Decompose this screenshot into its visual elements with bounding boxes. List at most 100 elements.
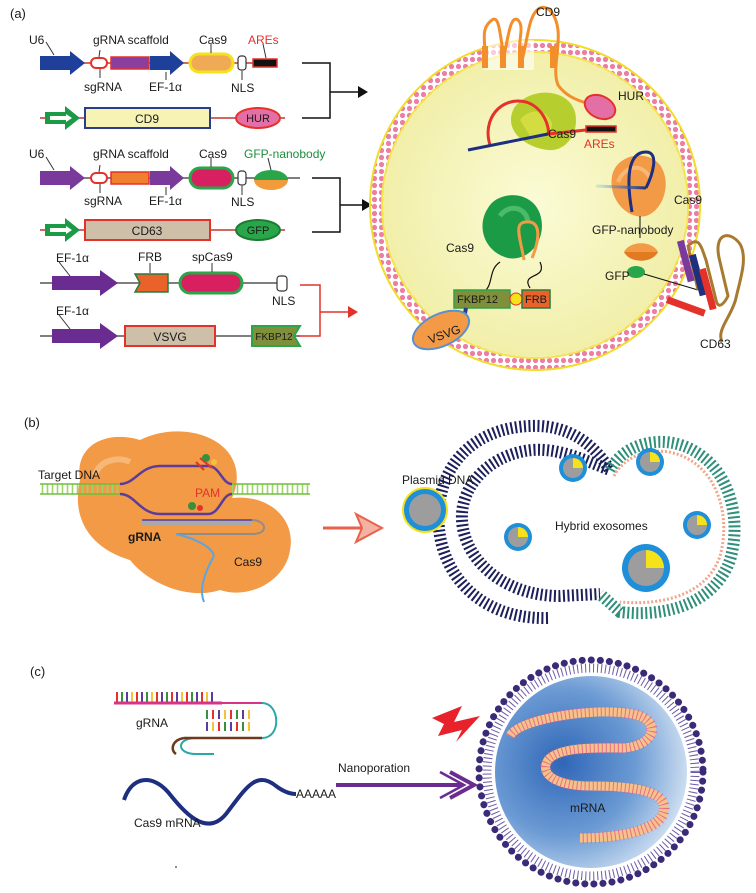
label-cas9-b: Cas9 [234,555,262,569]
label-gfp-nanobody: GFP-nanobody [244,147,325,161]
target-dna-left [40,484,120,494]
label-spcas9: spCas9 [192,250,233,264]
panel-label-a: (a) [10,6,26,21]
mrna-liposome: mRNA [475,656,707,888]
hur-ares-complex: HUR AREs [583,89,644,151]
label-u6-2: U6 [29,147,45,161]
label-nls-2: NLS [231,195,254,209]
grna-bases-mid [206,710,250,731]
grna-bases-top [116,692,213,702]
label-target-dna: Target DNA [38,468,100,482]
panel-b-arrow [323,511,385,545]
label-grna-c: gRNA [136,716,168,730]
cas9-blob-b [77,431,291,594]
label-pam: PAM [195,486,220,500]
label-cas9-cell-right: Cas9 [674,193,702,207]
fkbp12-box [251,325,302,347]
frb-box [133,273,169,293]
ef1a-promoter-arrow-2 [150,166,184,190]
label-cd9-construct: CD9 [135,112,159,126]
construct-row-1: U6 gRNA scaffold Cas9 AREs sgRNA EF-1α N… [29,33,279,95]
panel-b-cas9-complex: Target DNA PAM gRNA Cas9 [38,431,310,603]
label-grna-b: gRNA [128,530,162,544]
label-cd63-cell: CD63 [700,337,731,351]
nanoporation-arrow: Nanoporation [336,761,479,800]
label-u6: U6 [29,33,45,47]
label-cd9-cell: CD9 [536,5,560,19]
label-plasmid-dna: Plasmid DNA [402,473,473,487]
gfp-nanobody-cell [624,243,658,252]
panel-c-grna: gRNA [114,692,278,756]
label-vsvg-construct: VSVG [153,330,186,344]
cas9-box [188,52,235,74]
label-polya: AAAAA [296,787,336,801]
label-nanoporation: Nanoporation [338,761,410,775]
label-cas9-cell-left: Cas9 [446,241,474,255]
cd63-protein: CD63 [643,234,745,351]
grna-scaffold-box [110,56,150,70]
label-ef1a-2: EF-1α [149,194,182,208]
u6-promoter-arrow-2 [40,166,85,190]
cas9-blob-left [482,195,542,259]
sgrna-box [90,57,108,69]
hur-protein [583,93,617,121]
panel-label-c: (c) [30,664,45,679]
label-nls: NLS [231,81,254,95]
construct-row-6: VSVG FKBP12 EF-1α [40,304,302,349]
label-hur-construct: HUR [246,113,270,125]
label-nls-3: NLS [272,294,295,308]
label-fkbp12-construct: FKBP12 [255,332,293,343]
label-gfp-construct: GFP [247,225,270,237]
ef1a-promoter-arrow [150,51,184,75]
gfp-cell [627,266,645,278]
cd9-protein: CD9 [482,5,591,106]
label-ares: AREs [248,33,279,47]
nls-box [237,55,247,71]
hur-box [235,107,281,129]
label-cas9: Cas9 [199,33,227,47]
panel-label-b: (b) [24,415,40,430]
construct-row-5: EF-1α FRB spCas9 NLS [40,250,295,308]
cd63-box [84,219,211,241]
label-ares-cell: AREs [584,137,615,151]
frb-cell [521,289,551,309]
label-cd63-construct: CD63 [132,224,163,238]
u6-promoter-arrow [40,51,85,75]
vsvg-cell [411,309,471,351]
ef1a-promoter-arrow-4 [52,323,118,349]
label-ef1a-4: EF-1α [56,304,89,318]
vsvg-box [124,325,216,347]
ef1a-promoter-arrow-3 [52,270,118,296]
cas9-complex-left: Cas9 FKBP12 FRB VSVG [411,195,551,351]
label-frb: FRB [138,250,162,264]
construct-row-3: U6 gRNA scaffold Cas9 GFP-nanobody sgRNA… [29,147,325,209]
label-grna-scaffold-2: gRNA scaffold [93,147,169,161]
label-ef1a-3: EF-1α [56,251,89,265]
target-dna-right [230,484,310,494]
lightning-bolt-icon [432,706,480,742]
cas9-complex-top: Cas9 [467,92,587,152]
ares-box [252,58,278,68]
label-sgrna-2: sgRNA [84,194,122,208]
label-frb-cell: FRB [525,294,547,306]
hybrid-exosome: Plasmid DNA Hybrid exosomes [402,419,741,625]
label-cas9-mrna: Cas9 mRNA [134,816,201,830]
gfp-box [235,219,281,241]
label-ef1a: EF-1α [149,80,182,94]
spcas9-box [178,271,244,295]
gfp-nanobody-box [254,170,288,180]
label-cas9-2: Cas9 [199,147,227,161]
label-grna-scaffold: gRNA scaffold [93,33,169,47]
label-hybrid-exosomes: Hybrid exosomes [555,519,648,533]
label-mrna: mRNA [570,801,605,815]
cas9-box-2 [188,166,235,190]
mrna-strand [505,707,669,843]
panel-c-cas9-mrna: Cas9 mRNA AAAAA [122,778,336,830]
construct-row-2: CD9 HUR [40,106,285,130]
label-gfp-cell: GFP [605,269,630,283]
teal-membrane [595,435,741,620]
construct-row-4: CD63 GFP [40,218,285,242]
label-fkbp12-cell: FKBP12 [457,294,498,306]
label-hur-cell: HUR [618,89,644,103]
